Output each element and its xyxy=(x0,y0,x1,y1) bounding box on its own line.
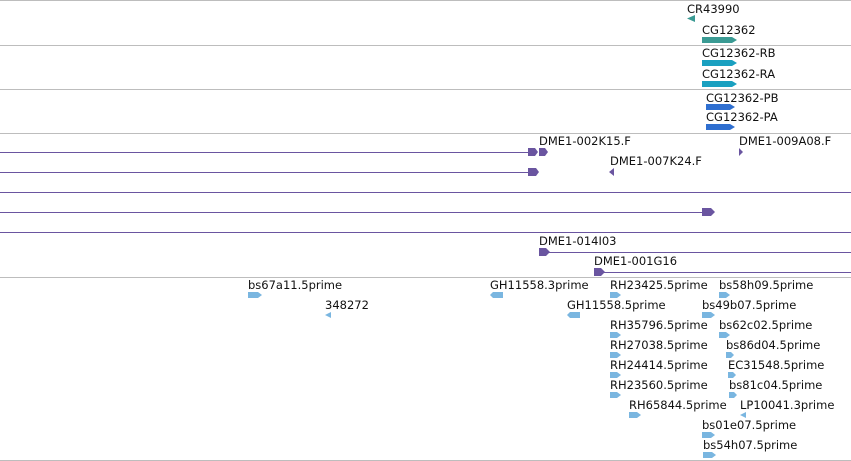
feature-label-dme1-001g16[interactable]: DME1-001G16 xyxy=(594,254,678,268)
feature-label-dme1-009a08f[interactable]: DME1-009A08.F xyxy=(739,134,832,148)
feature-label-cg12362-pb[interactable]: CG12362-PB xyxy=(706,91,779,105)
track-border-proteins xyxy=(0,133,851,134)
bac-line-1[interactable] xyxy=(0,152,530,153)
est-bs81c04[interactable] xyxy=(729,392,739,399)
est-label-gh11558-3[interactable]: GH11558.3prime xyxy=(490,278,589,292)
feature-label-dme1-014i03[interactable]: DME1-014I03 xyxy=(539,234,617,248)
feature-label-cg12362-ra[interactable]: CG12362-RA xyxy=(702,67,776,81)
est-bs54h07[interactable] xyxy=(703,452,717,459)
est-bs86d04[interactable] xyxy=(726,352,736,359)
est-rh27038[interactable] xyxy=(610,352,622,359)
est-rh23425[interactable] xyxy=(610,292,622,299)
feature-label-cg12362-pa[interactable]: CG12362-PA xyxy=(706,110,778,124)
est-bs01e07[interactable] xyxy=(702,432,716,439)
est-bs49b07[interactable] xyxy=(702,312,716,319)
est-label-rh23425[interactable]: RH23425.5prime xyxy=(610,278,708,292)
feature-cg12362[interactable] xyxy=(702,37,738,44)
est-label-bs49b07[interactable]: bs49b07.5prime xyxy=(702,298,797,312)
est-rh65844[interactable] xyxy=(629,412,643,419)
feature-dme1-014i03[interactable] xyxy=(539,248,551,257)
bac-line-7[interactable] xyxy=(604,272,851,273)
est-label-rh65844[interactable]: RH65844.5prime xyxy=(629,398,727,412)
bac-line-2[interactable] xyxy=(0,172,530,173)
est-rh23560[interactable] xyxy=(610,392,622,399)
feature-label-cr43990[interactable]: CR43990 xyxy=(687,2,740,16)
est-348272[interactable] xyxy=(325,312,333,319)
est-label-ec31548[interactable]: EC31548.5prime xyxy=(728,358,825,372)
est-label-gh11558-5[interactable]: GH11558.5prime xyxy=(567,298,666,312)
feature-cg12362-pb[interactable] xyxy=(706,104,736,111)
bac-line-2-arrow[interactable] xyxy=(528,168,540,177)
est-gh11558-5[interactable] xyxy=(567,312,581,319)
feature-cr43990[interactable] xyxy=(687,15,697,23)
est-bs67a11[interactable] xyxy=(248,292,264,299)
feature-dme1-002k15f-arrows[interactable] xyxy=(528,148,550,157)
est-label-bs81c04[interactable]: bs81c04.5prime xyxy=(729,378,823,392)
est-label-bs01e07[interactable]: bs01e07.5prime xyxy=(702,418,797,432)
feature-cg12362-rb[interactable] xyxy=(702,60,738,67)
feature-label-dme1-002k15f[interactable]: DME1-002K15.F xyxy=(539,134,631,148)
feature-dme1-001g16[interactable] xyxy=(594,268,606,277)
est-label-348272[interactable]: 348272 xyxy=(325,298,369,312)
feature-dme1-007k24f[interactable] xyxy=(609,168,615,177)
feature-label-cg12362-rb[interactable]: CG12362-RB xyxy=(702,46,776,60)
est-label-rh35796[interactable]: RH35796.5prime xyxy=(610,318,708,332)
est-ec31548[interactable] xyxy=(728,372,738,379)
est-label-bs58h09[interactable]: bs58h09.5prime xyxy=(719,278,814,292)
est-label-rh23560[interactable]: RH23560.5prime xyxy=(610,378,708,392)
est-bs58h09[interactable] xyxy=(719,292,731,299)
est-label-bs54h07[interactable]: bs54h07.5prime xyxy=(703,438,798,452)
bac-line-3[interactable] xyxy=(0,192,851,193)
est-label-bs67a11[interactable]: bs67a11.5prime xyxy=(248,278,343,292)
est-rh35796[interactable] xyxy=(610,332,622,339)
track-border-noncoding xyxy=(0,45,851,46)
est-label-rh24414[interactable]: RH24414.5prime xyxy=(610,358,708,372)
feature-dme1-009a08f[interactable] xyxy=(739,148,745,157)
track-border-transcripts xyxy=(0,89,851,90)
feature-label-dme1-007k24f[interactable]: DME1-007K24.F xyxy=(610,154,702,168)
bac-line-5[interactable] xyxy=(0,232,851,233)
est-gh11558-3[interactable] xyxy=(490,292,504,299)
feature-cg12362-pa[interactable] xyxy=(706,124,736,131)
bac-line-4[interactable] xyxy=(0,212,705,213)
est-label-lp10041[interactable]: LP10041.3prime xyxy=(740,398,835,412)
est-bs62c02[interactable] xyxy=(719,332,731,339)
bac-line-6[interactable] xyxy=(549,252,851,253)
feature-cg12362-ra[interactable] xyxy=(702,81,738,88)
est-label-bs62c02[interactable]: bs62c02.5prime xyxy=(719,318,813,332)
est-label-rh27038[interactable]: RH27038.5prime xyxy=(610,338,708,352)
track-border-top xyxy=(0,0,851,1)
est-lp10041[interactable] xyxy=(740,412,748,419)
est-rh24414[interactable] xyxy=(610,372,622,379)
track-border-bac xyxy=(0,277,851,278)
feature-label-cg12362[interactable]: CG12362 xyxy=(702,23,756,37)
est-label-bs86d04[interactable]: bs86d04.5prime xyxy=(726,338,821,352)
bac-line-4-arrow[interactable] xyxy=(702,208,716,217)
